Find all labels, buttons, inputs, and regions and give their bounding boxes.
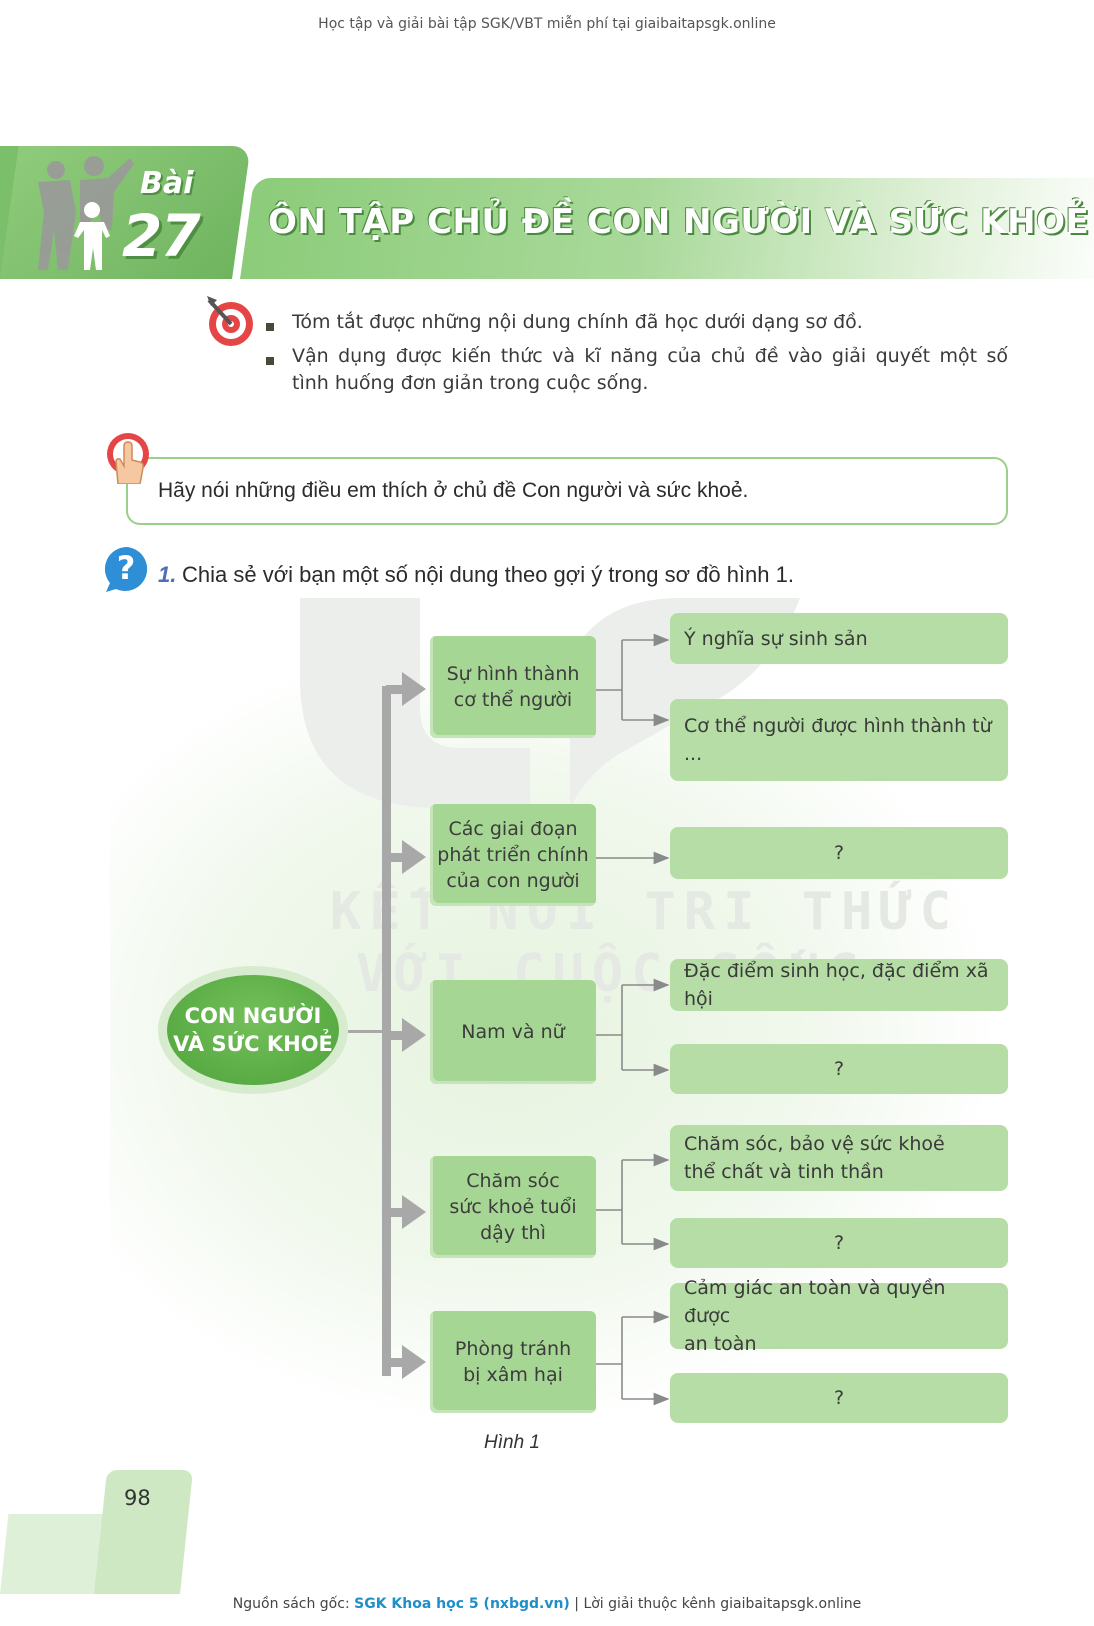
target-icon: [207, 296, 253, 346]
branch-box-gender: Nam và nữ: [430, 980, 596, 1084]
root-line1: CON NGƯỜI: [184, 1004, 322, 1028]
svg-text:?: ?: [117, 549, 136, 587]
leaf-box: Cơ thể người được hình thành từ ...: [670, 699, 1008, 781]
footer-note: Nguồn sách gốc: SGK Khoa học 5 (nxbgd.vn…: [232, 1596, 862, 1612]
header-note: Học tập và giải bài tập SGK/VBT miễn phí…: [318, 16, 776, 32]
lesson-label: Bài: [140, 166, 194, 201]
arrow-right-icon: [386, 672, 426, 1379]
root-line2: VÀ SỨC KHOẺ: [173, 1032, 333, 1056]
page-number: 98: [124, 1486, 151, 1510]
objective-2: Vận dụng được kiến thức và kĩ năng của c…: [292, 345, 1008, 367]
leaf-box-blank: ?: [670, 1373, 1008, 1423]
leaf-box: Ý nghĩa sự sinh sản: [670, 613, 1008, 664]
lesson-title: ÔN TẬP CHỦ ĐỀ CON NGƯỜI VÀ SỨC KHOẺ: [268, 202, 1090, 242]
speak-box: [126, 457, 1008, 525]
objective-bullet: [266, 357, 274, 365]
question-number: 1.: [158, 562, 177, 587]
diagram-root: CON NGƯỜI VÀ SỨC KHOẺ: [158, 966, 348, 1094]
objective-2-cont: tình huống đơn giản trong cuộc sống.: [292, 372, 649, 394]
objective-bullet: [266, 323, 274, 331]
footer-source-link[interactable]: SGK Khoa học 5 (nxbgd.vn): [354, 1596, 570, 1612]
leaf-box-blank: ?: [670, 1218, 1008, 1268]
page-tab-light: [0, 1514, 109, 1594]
speak-prompt: Hãy nói những điều em thích ở chủ đề Con…: [158, 479, 749, 502]
lesson-number: 27: [122, 202, 201, 270]
question-bubble-icon: ?: [104, 547, 148, 592]
family-icon: [38, 156, 134, 270]
objective-1: Tóm tắt được những nội dung chính đã học…: [292, 311, 863, 333]
figure-caption: Hình 1: [484, 1432, 540, 1453]
hand-touch-icon: [107, 433, 149, 484]
question-text: Chia sẻ với bạn một số nội dung theo gợi…: [182, 562, 794, 587]
leaf-box-blank: ?: [670, 1044, 1008, 1094]
leaf-box-blank: ?: [670, 827, 1008, 879]
leaf-box: Đặc điểm sinh học, đặc điểm xã hội: [670, 959, 1008, 1011]
